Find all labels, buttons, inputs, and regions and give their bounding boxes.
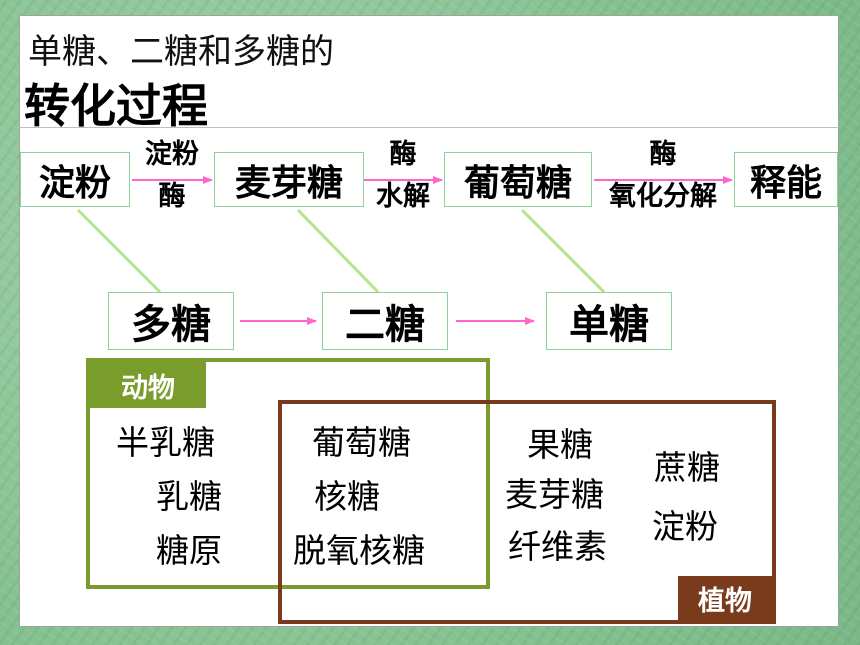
sugar-cellulose: 纤维素 [508,527,607,566]
node-glucose: 葡萄糖 [444,152,592,207]
category-monosaccharide: 单糖 [546,292,672,350]
sugar-sucrose: 蔗糖 [654,448,720,487]
node-maltose: 麦芽糖 [214,152,364,207]
sugar-starch: 淀粉 [652,507,718,546]
plant-group-label: 植物 [678,576,772,620]
step-3-label-top: 酶 [649,139,677,170]
sugar-deoxyribose: 脱氧核糖 [293,531,425,570]
sugar-ribose: 核糖 [314,477,380,516]
animal-group-label: 动物 [90,362,206,408]
sugar-galactose: 半乳糖 [116,423,215,462]
category-polysaccharide: 多糖 [108,292,234,350]
connector-line-2 [296,208,380,294]
node-energy-release: 释能 [734,152,838,207]
sugar-glucose: 葡萄糖 [312,423,411,462]
connector-line-3 [520,208,606,294]
sugar-fructose: 果糖 [527,425,593,464]
connector-line-1 [76,208,162,294]
step-1-label-bottom: 酶 [158,181,186,212]
sugar-lactose: 乳糖 [156,477,222,516]
sugar-maltose: 麦芽糖 [505,475,604,514]
step-1-label-top: 淀粉 [145,139,199,170]
title-line-2: 转化过程 [24,79,208,133]
title-divider [19,127,839,128]
title-line-1: 单糖、二糖和多糖的 [28,32,334,72]
category-disaccharide: 二糖 [322,292,448,350]
sugar-glycogen: 糖原 [156,531,222,570]
plant-group-frame [278,400,776,624]
step-3-label-bottom: 氧化分解 [609,181,717,212]
animal-group-frame [86,358,490,589]
node-starch: 淀粉 [20,152,130,207]
step-2-label-top: 酶 [389,139,417,170]
step-2-label-bottom: 水解 [376,181,430,212]
